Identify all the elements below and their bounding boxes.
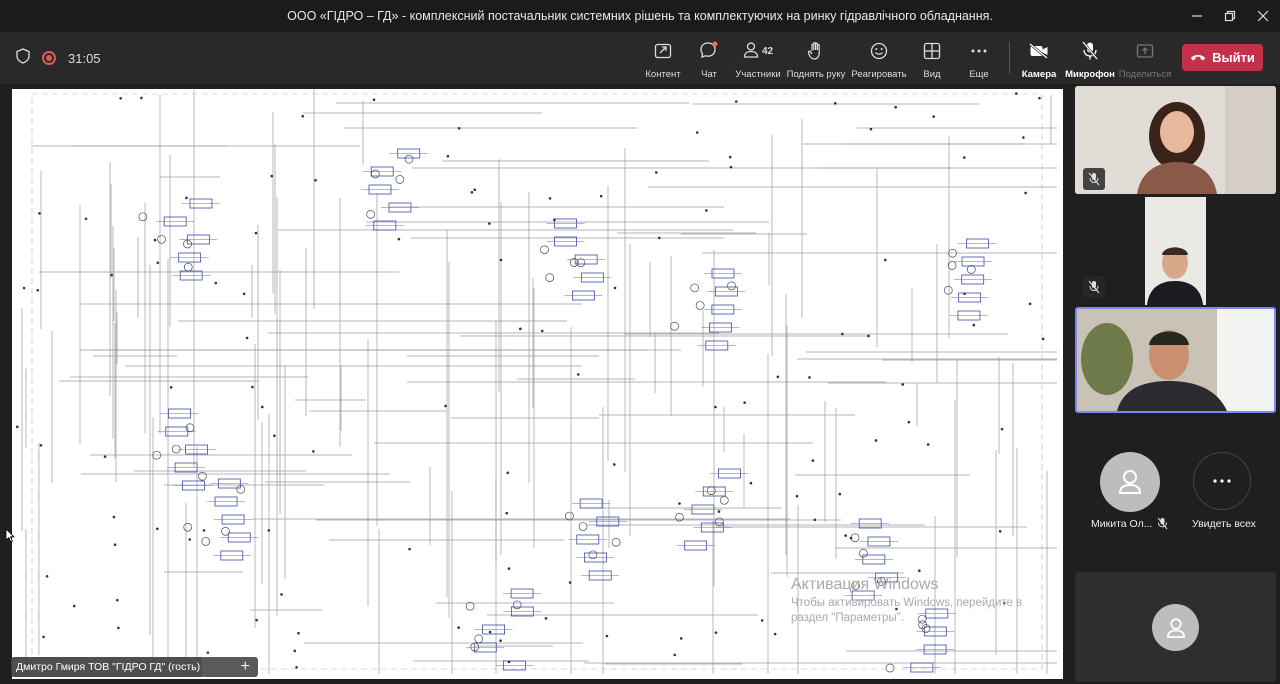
person-icon [1166,617,1185,638]
people-icon [743,41,759,62]
share-button[interactable]: Поделиться [1119,40,1171,80]
meeting-toolbar: 31:05 Контент Чат 42 Участники Поднять р… [0,32,1280,84]
grid-icon [923,40,941,62]
camera-off-icon [1029,40,1049,62]
participant-video-tile-3-active-speaker[interactable] [1075,307,1276,413]
participant-name-4: Микита Ол... [1091,518,1153,530]
mic-off-icon [1083,276,1105,298]
participant-video-feed [1145,197,1206,305]
more-icon [1213,479,1231,483]
share-tray-icon [1136,40,1154,62]
chat-icon [699,40,719,62]
emoji-icon [870,40,888,62]
participant-video-feed [1077,309,1274,411]
camera-button[interactable]: Камера [1020,40,1058,80]
mic-off-icon [1081,40,1099,62]
recording-icon [42,51,56,65]
close-icon[interactable] [1240,0,1280,32]
see-all-button[interactable] [1193,452,1251,510]
shared-schematic-document[interactable] [12,89,1063,679]
plus-icon: + [240,658,250,675]
more-button[interactable]: Еще [964,40,994,80]
mouse-cursor-icon [5,528,15,548]
window-title: ООО «ГІДРО – ГД» - комплексний постачаль… [287,9,993,23]
participant-video-tile-1[interactable] [1075,86,1276,194]
self-view-tile[interactable] [1075,572,1276,682]
shared-content-stage [0,84,1072,684]
participant-video-tile-2[interactable] [1075,197,1276,305]
microphone-button[interactable]: Микрофон [1065,40,1115,80]
mic-off-icon [1083,168,1105,190]
person-icon [1118,470,1142,494]
presenter-name-label: Дмитро Гмиря ТОВ "ГІДРО ГД" (гость) [11,657,206,677]
phone-hangup-icon [1190,50,1206,65]
title-bar: ООО «ГІДРО – ГД» - комплексний постачаль… [0,0,1280,32]
minimize-icon[interactable] [1174,0,1220,32]
participants-button[interactable]: 42 Участники [734,40,782,80]
share-screen-icon [654,40,672,62]
raise-hand-button[interactable]: Поднять руку [786,40,846,80]
participant-video-feed [1075,86,1276,194]
mic-off-icon [1157,517,1168,535]
view-button[interactable]: Вид [917,40,947,80]
see-all-label: Увидеть всех [1192,518,1256,530]
self-avatar [1152,604,1199,651]
meeting-timer: 31:05 [68,50,101,66]
more-icon [970,40,988,62]
participant-avatar-4[interactable] [1100,452,1160,512]
chat-button[interactable]: Чат [694,40,724,80]
expand-control[interactable]: + [202,657,258,677]
hand-icon [807,40,825,62]
content-button[interactable]: Контент [643,40,683,80]
leave-button[interactable]: Выйти [1182,44,1263,71]
hydraulic-schematic-drawing [15,89,1057,674]
react-button[interactable]: Реагировать [850,40,908,80]
restore-icon[interactable] [1207,0,1253,32]
shield-icon [16,47,30,69]
windows-activation-watermark: Активация Windows Чтобы активировать Win… [791,576,1023,624]
toolbar-divider [1009,42,1010,74]
participants-count: 42 [761,45,774,57]
